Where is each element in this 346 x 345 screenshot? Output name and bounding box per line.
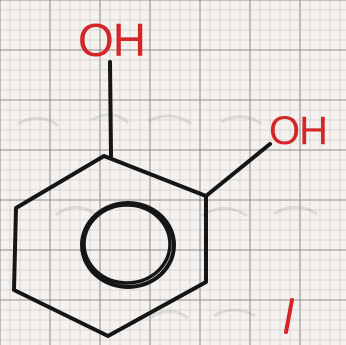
bleed-stroke (149, 308, 256, 320)
hexagon-ring (12, 154, 208, 338)
aromatic-circle-second-stroke (82, 203, 172, 285)
bond-right-oh (204, 142, 272, 198)
aromatic-circle (80, 201, 176, 289)
bond-top-oh (108, 60, 113, 158)
right-oh-label: OH (269, 109, 327, 153)
partial-red-mark (284, 298, 294, 334)
benzene-ring-structure (12, 60, 294, 338)
top-oh-label: OH (78, 14, 145, 66)
